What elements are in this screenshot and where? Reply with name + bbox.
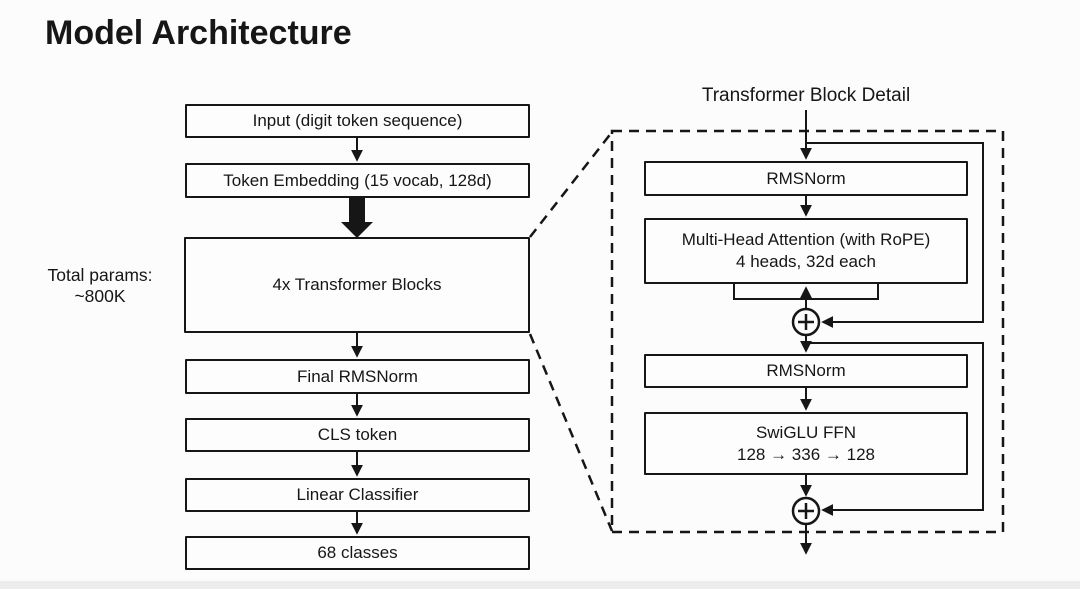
node-label: RMSNorm xyxy=(766,168,846,188)
detail-dashed-box xyxy=(610,129,1005,534)
node-linear-classifier: Linear Classifier xyxy=(185,478,530,512)
node-label: 68 classes xyxy=(317,543,398,563)
node-label-line1: Multi-Head Attention (with RoPE) xyxy=(681,230,931,250)
residual-skip-2 xyxy=(806,342,984,516)
zoom-diagonal-top xyxy=(529,131,613,238)
node-final-rmsnorm: Final RMSNorm xyxy=(185,359,530,394)
node-label: RMSNorm xyxy=(766,361,846,381)
node-label: Final RMSNorm xyxy=(297,366,418,386)
node-label: CLS token xyxy=(317,425,398,445)
node-token-embedding: Token Embedding (15 vocab, 128d) xyxy=(185,163,530,198)
detail-dashed-frame xyxy=(528,129,1005,534)
node-label: 4x Transformer Blocks xyxy=(272,275,442,295)
node-label-line2: 128 → 336 → 128 xyxy=(737,444,875,464)
detail-node-rmsnorm-1: RMSNorm xyxy=(644,161,968,196)
node-label: Token Embedding (15 vocab, 128d) xyxy=(223,170,492,190)
node-cls-token: CLS token xyxy=(185,418,530,452)
node-input: Input (digit token sequence) xyxy=(185,104,530,138)
plus-icon xyxy=(798,314,814,330)
detail-wires xyxy=(733,110,984,555)
node-output-classes: 68 classes xyxy=(185,536,530,570)
thick-arrow-embedding-to-blocks xyxy=(341,198,373,238)
node-label-line2: 4 heads, 32d each xyxy=(736,252,876,271)
bottom-shadow-band xyxy=(0,581,1080,589)
node-label-line1: SwiGLU FFN xyxy=(755,422,857,442)
total-params-line2: ~800K xyxy=(74,286,126,307)
node-transformer-blocks: 4x Transformer Blocks xyxy=(184,237,530,333)
zoom-diagonal-bottom xyxy=(528,333,614,532)
residual-skip-1 xyxy=(806,142,984,328)
node-label: Linear Classifier xyxy=(296,485,419,505)
plus-icon xyxy=(798,503,814,519)
total-params-line1: Total params: xyxy=(47,265,153,285)
node-label: Input (digit token sequence) xyxy=(252,111,463,131)
detail-node-multihead-attention: Multi-Head Attention (with RoPE) 4 heads… xyxy=(644,218,968,284)
detail-title: Transformer Block Detail xyxy=(701,85,911,106)
detail-node-swiglu-ffn: SwiGLU FFN 128 → 336 → 128 xyxy=(644,412,968,475)
page-title: Model Architecture xyxy=(45,14,352,52)
detail-node-rmsnorm-2: RMSNorm xyxy=(644,354,968,388)
total-params-label: Total params: ~800K xyxy=(25,265,175,308)
residual-add-nodes xyxy=(791,307,821,526)
